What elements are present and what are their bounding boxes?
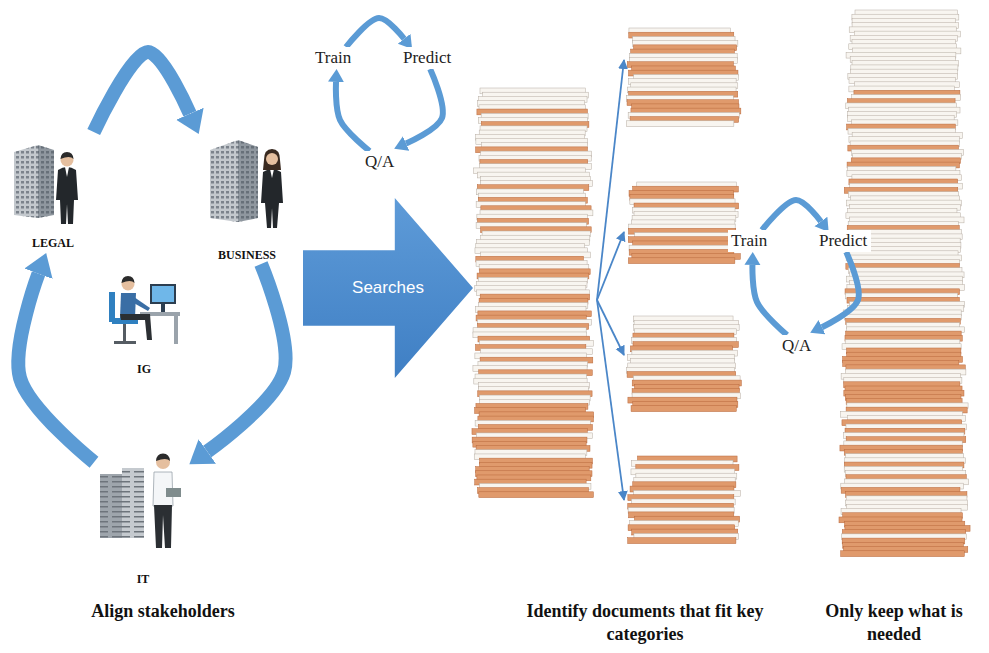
stakeholder-node: LEGAL xyxy=(5,132,101,252)
flow-arrow xyxy=(18,274,94,463)
ig-icon-part xyxy=(150,284,176,304)
node-text: Q/A xyxy=(782,335,812,357)
paper-stack-part xyxy=(631,406,736,412)
node-text: Predict xyxy=(819,230,868,252)
flow-arrow xyxy=(762,200,821,230)
node-text: Train xyxy=(731,230,768,252)
business-icon-part xyxy=(266,153,278,165)
stakeholder-node: IG xyxy=(104,256,184,378)
ig-icon-part xyxy=(174,316,178,344)
business-icon-part xyxy=(261,169,283,228)
node-text: BUSINESS xyxy=(218,248,276,262)
ig-icon-part xyxy=(122,276,135,283)
it-icon-part xyxy=(156,454,170,462)
it-icon-part xyxy=(122,468,144,538)
it-icon xyxy=(100,454,181,549)
stage-caption: Identify documents that fit key categori… xyxy=(505,600,785,647)
paper-stack xyxy=(627,316,742,412)
connectors xyxy=(18,18,859,462)
legal-icon-part xyxy=(38,145,54,218)
paper-stack xyxy=(626,28,741,127)
stage-caption: Align stakeholders xyxy=(48,600,278,623)
step-label-node: Train xyxy=(728,230,771,252)
legal-icon-part xyxy=(61,152,74,159)
legal-icon-part xyxy=(14,145,38,218)
node-text: Q/A xyxy=(365,151,395,173)
split-arrows-part xyxy=(597,300,624,500)
flow-arrow xyxy=(822,252,859,327)
flow-arrow xyxy=(336,82,370,151)
flow-arrow xyxy=(406,69,443,143)
business-icon-part xyxy=(263,149,281,170)
node-text: Searches xyxy=(352,278,424,298)
it-icon-part xyxy=(122,468,144,538)
paper-stack xyxy=(628,182,740,264)
search-arrow-outline xyxy=(303,198,473,378)
paper-stack xyxy=(472,88,594,498)
step-label-node: Predict xyxy=(400,47,455,69)
ig-icon-part xyxy=(120,314,152,340)
flow-arrow xyxy=(94,52,190,132)
node-text: Train xyxy=(315,47,352,69)
business-icon-part xyxy=(238,140,258,222)
legal-icon-part xyxy=(14,145,38,218)
paper-stack-part xyxy=(841,551,965,557)
split-arrows-part xyxy=(597,232,624,300)
ig-icon xyxy=(109,276,180,344)
legal-icon-part xyxy=(56,167,78,224)
step-label-node: Q/A xyxy=(779,335,815,357)
node-text: LEGAL xyxy=(32,236,74,250)
split-arrows xyxy=(597,60,624,500)
legal-icon-part xyxy=(65,167,69,177)
step-label-node: Train xyxy=(312,47,355,69)
paper-stack-part xyxy=(628,258,734,264)
flow-arrow xyxy=(752,265,787,335)
ig-icon-part xyxy=(161,304,165,312)
node-text: Predict xyxy=(403,47,452,69)
flow-arrow xyxy=(346,18,404,47)
business-icon-part xyxy=(270,169,274,178)
ig-icon-part xyxy=(123,324,126,342)
ig-icon-part xyxy=(109,292,115,322)
node-text: IT xyxy=(137,572,150,586)
flow-arrow xyxy=(207,264,285,451)
it-icon-part xyxy=(166,488,181,497)
step-label-node: Predict xyxy=(816,230,871,252)
business-icon xyxy=(210,140,283,228)
stakeholder-node: IT xyxy=(94,448,192,588)
node-text: IG xyxy=(137,362,151,376)
business-icon-part xyxy=(210,140,238,222)
business-icon-part xyxy=(210,140,238,222)
paper-stacks xyxy=(472,10,970,557)
it-icon-part xyxy=(100,474,122,538)
paper-stack-part xyxy=(628,538,736,544)
legal-icon xyxy=(14,145,78,224)
it-icon-part xyxy=(154,505,172,548)
legal-icon-part xyxy=(38,145,54,218)
it-icon-part xyxy=(100,474,122,538)
business-icon-part xyxy=(238,140,258,222)
split-arrows-part xyxy=(597,60,624,300)
search-arrow-node: Searches xyxy=(303,198,473,378)
ig-icon-part xyxy=(114,341,136,344)
stage-caption: Only keep what is needed xyxy=(806,600,982,647)
paper-stack-part xyxy=(479,492,594,498)
ig-icon-part xyxy=(132,297,150,311)
stakeholder-node: BUSINESS xyxy=(198,132,296,264)
ig-icon-part xyxy=(152,286,174,302)
paper-stack-part xyxy=(626,121,733,127)
step-label-node: Q/A xyxy=(362,151,398,173)
paper-stack xyxy=(628,456,741,544)
